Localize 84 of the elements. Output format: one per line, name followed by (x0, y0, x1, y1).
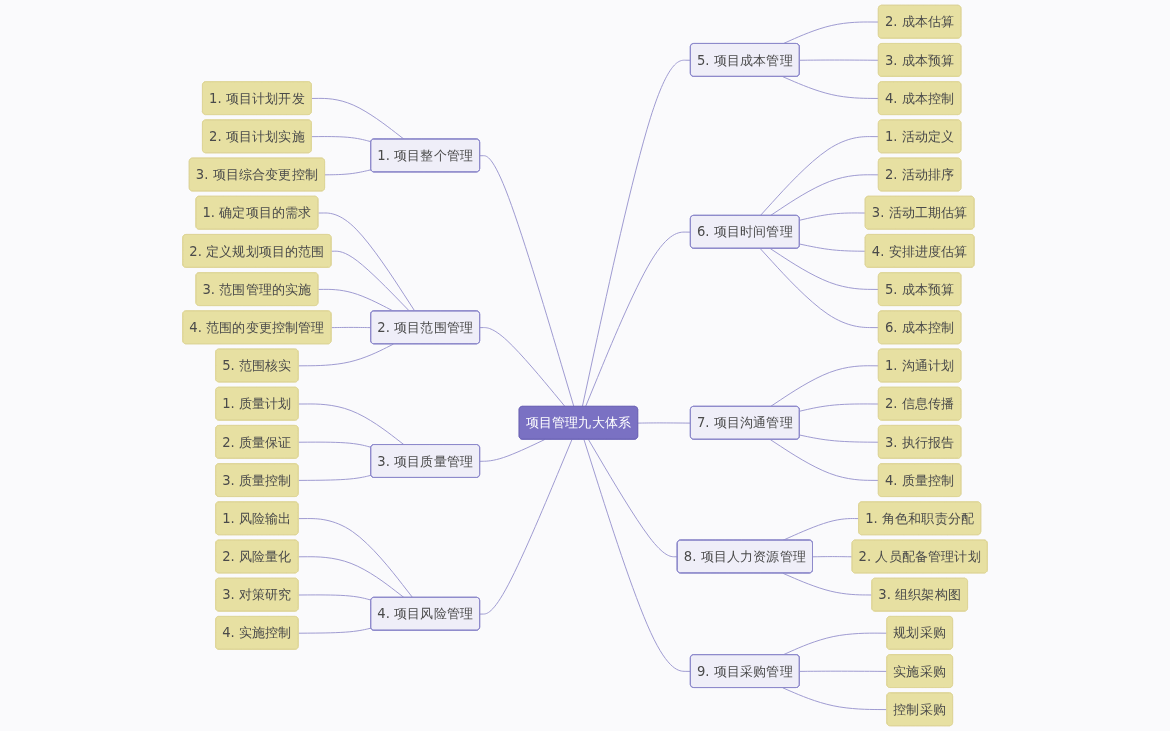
subtopic: 1. 质量计划 (215, 386, 299, 421)
connector-line (317, 212, 416, 312)
subtopic: 3. 活动工期估算 (864, 195, 975, 230)
subtopic: 3. 执行报告 (878, 425, 962, 459)
connector-line (298, 556, 405, 599)
connector-line (812, 556, 853, 558)
subtopic: 2. 信息传播 (878, 386, 962, 421)
main-topic: 2. 项目范围管理 (370, 310, 481, 345)
central-topic: 项目管理九大体系 (518, 406, 638, 440)
subtopic: 3. 项目综合变更控制 (188, 157, 325, 192)
connector-line (298, 343, 394, 367)
main-topic: 9. 项目采购管理 (689, 654, 800, 689)
connector-line (799, 403, 880, 412)
subtopic: 1. 沟通计划 (878, 348, 962, 383)
subtopic: 规划采购 (886, 616, 953, 650)
subtopic: 3. 成本预算 (878, 43, 962, 77)
subtopic: 3. 范围管理的实施 (195, 272, 319, 306)
subtopic: 4. 安排进度估算 (864, 234, 975, 268)
connector-line (769, 174, 880, 217)
subtopic: 1. 确定项目的需求 (195, 195, 319, 230)
subtopic: 2. 项目计划实施 (202, 119, 312, 154)
subtopic: 1. 项目计划开发 (202, 81, 312, 115)
connector-line (637, 422, 692, 424)
main-topic: 7. 项目沟通管理 (689, 405, 800, 440)
connector-line (759, 248, 880, 329)
subtopic: 2. 风险量化 (215, 539, 299, 574)
connector-line (298, 403, 405, 446)
subtopic: 1. 角色和职责分配 (858, 501, 982, 536)
subtopic: 1. 活动定义 (878, 119, 962, 154)
connector-line (479, 439, 546, 462)
subtopic: 1. 风险输出 (215, 501, 299, 536)
main-topic: 6. 项目时间管理 (689, 214, 800, 249)
connector-line (769, 248, 880, 290)
connector-line (799, 434, 880, 443)
connector-line (782, 76, 880, 99)
connector-line (298, 627, 372, 634)
subtopic: 2. 质量保证 (215, 425, 299, 459)
connector-line (311, 136, 372, 143)
connector-line (759, 136, 880, 217)
connector-line (583, 439, 692, 672)
subtopic: 5. 成本预算 (878, 272, 962, 306)
connector-line (799, 59, 880, 61)
connector-line (298, 518, 414, 599)
subtopic: 3. 对策研究 (215, 577, 299, 612)
connector-line (479, 155, 575, 408)
connector-line (769, 439, 880, 481)
connector-line (782, 572, 873, 596)
connector-line (799, 670, 888, 672)
connector-line (799, 212, 866, 221)
main-topic: 4. 项目风险管理 (370, 596, 481, 631)
main-topic: 5. 项目成本管理 (689, 42, 800, 77)
connector-line (782, 518, 860, 541)
subtopic: 4. 成本控制 (878, 81, 962, 115)
subtopic: 2. 成本估算 (878, 4, 962, 39)
main-topic: 8. 项目人力资源管理 (676, 539, 813, 574)
connector-line (311, 97, 405, 140)
connector-line (581, 59, 692, 408)
subtopic: 3. 质量控制 (215, 463, 299, 497)
connector-line (331, 250, 410, 312)
connector-line (298, 441, 372, 448)
main-topic: 3. 项目质量管理 (370, 444, 481, 478)
connector-line (588, 439, 679, 558)
connector-line (782, 687, 888, 711)
subtopic: 4. 范围的变更控制管理 (182, 310, 332, 345)
main-topic: 1. 项目整个管理 (370, 138, 481, 173)
connector-line (331, 326, 372, 329)
connector-line (324, 169, 372, 176)
subtopic: 6. 成本控制 (878, 310, 962, 345)
subtopic: 5. 范围核实 (215, 348, 299, 383)
subtopic: 控制采购 (886, 692, 953, 727)
connector-line (769, 365, 880, 408)
connector-line (479, 439, 573, 615)
connector-line (479, 327, 566, 408)
connector-line (585, 231, 692, 408)
subtopic: 2. 活动排序 (878, 157, 962, 192)
connector-line (298, 594, 372, 601)
subtopic: 2. 定义规划项目的范围 (182, 234, 332, 268)
connector-line (298, 474, 372, 481)
subtopic: 2. 人员配备管理计划 (851, 539, 988, 574)
subtopic: 4. 质量控制 (878, 463, 962, 497)
subtopic: 3. 组织架构图 (871, 577, 968, 612)
connector-line (799, 243, 866, 252)
subtopic: 4. 实施控制 (215, 616, 299, 650)
subtopic: 实施采购 (886, 654, 953, 688)
